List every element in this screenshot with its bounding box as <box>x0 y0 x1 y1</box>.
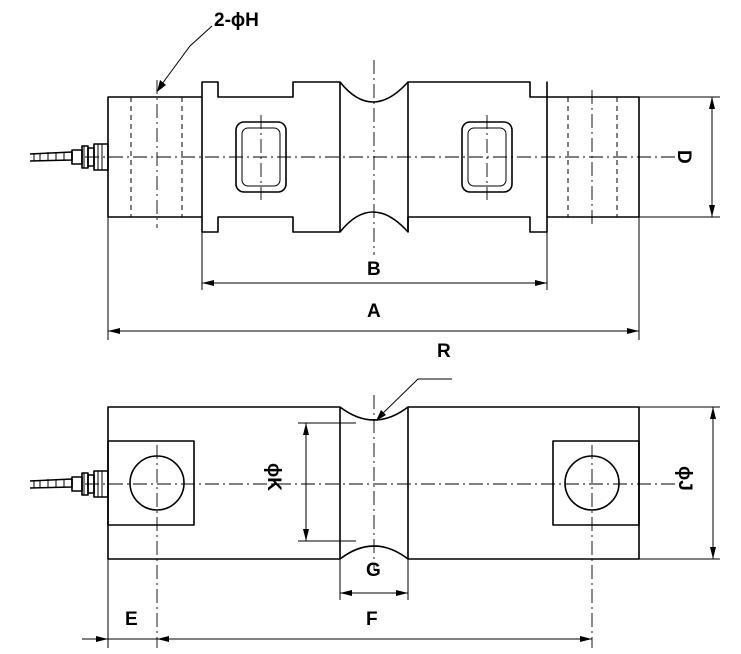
dim-e-label: E <box>125 609 138 630</box>
dim-b-label: B <box>367 259 381 280</box>
bolt-hole-right <box>567 97 618 217</box>
dim-g-label: G <box>366 560 381 581</box>
bolt-hole-left <box>130 97 183 217</box>
dim-r-label: R <box>437 341 451 362</box>
dim-d-label: D <box>673 150 694 164</box>
dim-k-label: ϕK <box>263 463 284 491</box>
dim-a-label: A <box>367 301 381 322</box>
hole-callout-label: 2-ϕH <box>214 10 259 31</box>
dim-j-label: ϕJ <box>674 466 695 491</box>
bottom-body-outline <box>107 406 640 560</box>
top-view: 2-ϕH B A D <box>29 10 720 340</box>
bottom-view: R ϕK ϕJ G E F <box>29 341 720 648</box>
dim-f-label: F <box>366 609 378 630</box>
pad-left <box>107 440 195 526</box>
pad-right <box>552 440 640 526</box>
